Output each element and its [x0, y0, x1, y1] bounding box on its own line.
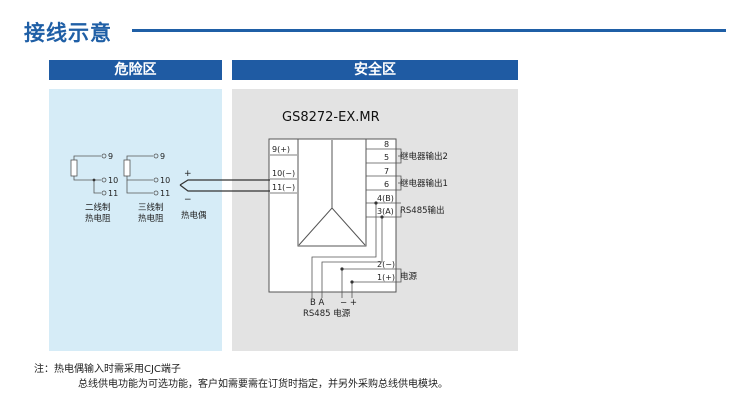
- thermocouple: [179, 179, 270, 192]
- terminal-11: 11(−): [272, 183, 295, 192]
- two-wire-pin-9: 9: [108, 152, 113, 161]
- two-wire-pin-10: 10: [108, 176, 118, 185]
- danger-zone-header: 危险区: [49, 60, 222, 80]
- title-rule: [132, 29, 726, 32]
- relay-output-1-label: 继电器输出1: [400, 178, 448, 189]
- terminal-4: 4(B): [377, 194, 394, 203]
- terminal-7: 7: [384, 167, 389, 176]
- thermocouple-minus: −: [184, 195, 192, 205]
- terminal-10: 10(−): [272, 169, 295, 178]
- thermocouple-label: 热电偶: [181, 210, 207, 221]
- terminal-6: 6: [384, 180, 389, 189]
- bus-name-label: RS485 电源: [303, 308, 351, 319]
- three-wire-pin-9: 9: [160, 152, 165, 161]
- three-wire-label-2: 热电阻: [138, 213, 164, 224]
- power-label: 电源: [400, 271, 418, 282]
- two-wire-pin-11: 11: [108, 189, 118, 198]
- terminal-8: 8: [384, 140, 389, 149]
- three-wire-rtd: [123, 155, 153, 194]
- two-wire-label-1: 二线制: [85, 202, 111, 213]
- terminal-2: 2(−): [377, 260, 395, 269]
- relay-output-2-label: 继电器输出2: [400, 151, 448, 162]
- model-name: GS8272-EX.MR: [282, 110, 380, 125]
- bus-polarity-label: − +: [340, 298, 357, 308]
- terminal-1: 1(+): [377, 273, 395, 282]
- two-wire-rtd: [70, 155, 101, 194]
- note-line-2: 总线供电功能为可选功能，客户如需要需在订货时指定，并另外采购总线供电模块。: [78, 379, 448, 390]
- page-title: 接线示意: [24, 21, 112, 45]
- terminal-3: 3(A): [377, 207, 394, 216]
- danger-zone-area: [49, 89, 222, 351]
- three-wire-pin-10: 10: [160, 176, 170, 185]
- bus-ba-label: B A: [310, 298, 325, 308]
- thermocouple-plus: +: [184, 169, 192, 179]
- two-wire-label-2: 热电阻: [85, 213, 111, 224]
- three-wire-pin-11: 11: [160, 189, 170, 198]
- note-line-1: 注：热电偶输入时需采用CJC端子: [34, 364, 181, 375]
- terminal-9: 9(+): [272, 145, 290, 154]
- safe-zone-header: 安全区: [232, 60, 518, 80]
- three-wire-label-1: 三线制: [138, 202, 164, 213]
- terminal-5: 5: [384, 153, 389, 162]
- rs485-output-label: RS485输出: [400, 205, 445, 216]
